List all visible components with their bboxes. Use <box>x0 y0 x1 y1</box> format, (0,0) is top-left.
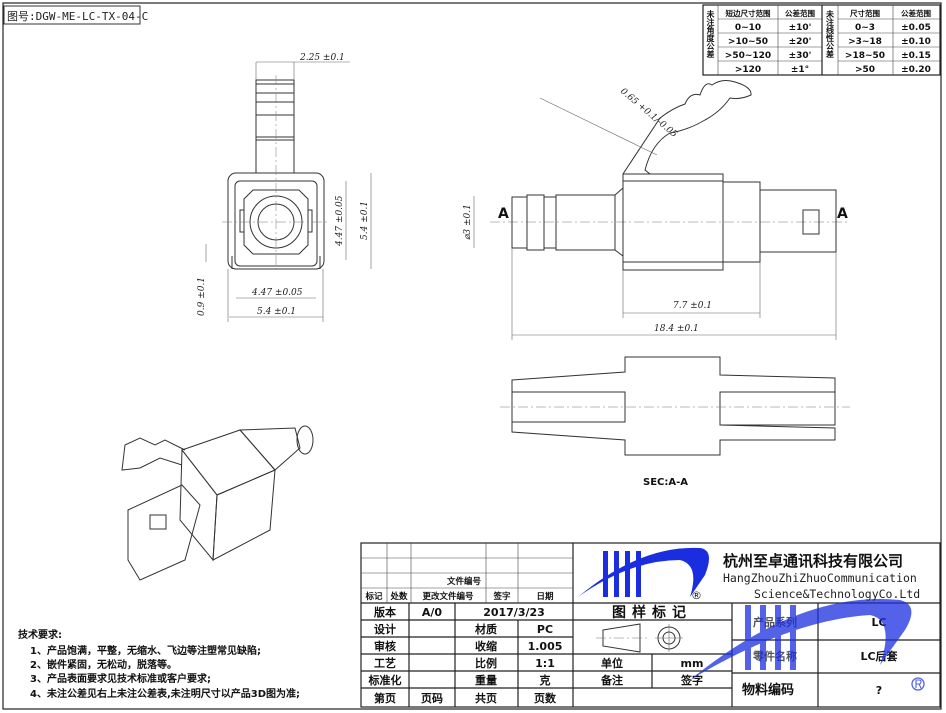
dim-foot: 0.9 ±0.1 <box>197 277 207 316</box>
sign-label: 签字 <box>492 591 511 602</box>
file-no-label: 文件编号 <box>447 576 482 587</box>
company-name-cn: 杭州至卓通讯科技有限公司 <box>723 552 903 570</box>
isometric-view <box>121 425 314 581</box>
tolerance-table: 未注角度公差 未注线性公差 短边尺寸范围 公差范围 尺寸范围 公差范围 0~10… <box>702 4 941 76</box>
dim-latch-thickness: 0.65 +0.1/-0.05 <box>618 87 679 140</box>
scale-value: 1:1 <box>535 657 555 670</box>
header-cell: 短边尺寸范围 <box>726 8 771 18</box>
material-value: PC <box>537 623 553 636</box>
table-cell: ±0.20 <box>901 65 931 75</box>
weight-value: 克 <box>540 673 551 687</box>
header-cell: 尺寸范围 <box>850 8 880 18</box>
table-cell: ±0.15 <box>901 51 931 61</box>
tech-requirements: 技术要求: 1、产品饱满，平整，无缩水、飞边等注塑常见缺陷; 2、嵌件紧固，无松… <box>18 628 300 700</box>
tech-item: 3、产品表面要求见技术标准或客户要求; <box>30 672 211 685</box>
tech-item: 2、嵌件紧固，无松动，脱落等。 <box>30 658 177 671</box>
material-code-label: 物料编码 <box>742 682 794 698</box>
page-label: 第页 <box>374 691 396 705</box>
tech-item: 4、未注公差见右上未注公差表,未注明尺寸以产品3D图为准; <box>30 687 300 700</box>
company-logo: ® <box>578 547 709 602</box>
tech-title: 技术要求: <box>18 628 62 641</box>
front-view: 2.25 ±0.1 4.47 ±0.05 5.4 ±0.1 4.47 ±0.05… <box>197 53 372 322</box>
shrink-value: 1.005 <box>528 640 563 653</box>
table-cell: >120 <box>735 65 761 75</box>
table-cell: ±0.10 <box>901 37 931 47</box>
material-code-value: ? <box>876 684 882 697</box>
header-cell: 公差范围 <box>901 8 931 18</box>
table-cell: 0~10 <box>735 23 761 33</box>
tech-item: 1、产品饱满，平整，无缩水、飞边等注塑常见缺陷; <box>30 644 261 657</box>
drawing-number-box: 图号:DGW-ME-LC-TX-04-C <box>3 5 148 25</box>
section-label: SEC:A-A <box>643 477 688 488</box>
table-cell: >18~50 <box>845 51 885 61</box>
pattern-mark-label: 图样标记 <box>612 604 692 621</box>
projection-symbol <box>596 623 683 653</box>
total-value: 页数 <box>534 691 557 705</box>
section-marker-left: A <box>498 206 509 222</box>
process-label: 工艺 <box>374 656 396 670</box>
linear-tol-title: 未注线性公差 <box>826 9 835 58</box>
review-label: 审核 <box>374 639 396 653</box>
date-label: 日期 <box>536 591 554 602</box>
title-block: 文件编号 标记 处数 更改文件编号 签字 日期 版本 A/0 2017/3/23… <box>360 542 941 708</box>
table-cell: ±0.05 <box>901 23 931 33</box>
table-cell: 0~3 <box>855 23 875 33</box>
standard-label: 标准化 <box>368 673 402 687</box>
company-name: 杭州至卓通讯科技有限公司 HangZhouZhiZhuoCommunicatio… <box>723 552 920 601</box>
dim-body-length: 7.7 ±0.1 <box>673 301 712 311</box>
table-cell: ±10' <box>789 23 812 33</box>
table-cell: ±30' <box>789 51 812 61</box>
dim-inner-width: 4.47 ±0.05 <box>251 288 303 298</box>
sign-field-label: 签字 <box>680 673 703 687</box>
table-cell: >50 <box>855 65 875 75</box>
header-cell: 公差范围 <box>785 8 815 18</box>
dim-total-length: 18.4 ±0.1 <box>654 324 699 334</box>
watermark-logo <box>690 599 925 691</box>
dim-outer-width: 5.4 ±0.1 <box>257 307 296 317</box>
mark-label: 标记 <box>364 591 383 602</box>
scale-label: 比例 <box>475 656 497 670</box>
version-date: 2017/3/23 <box>483 606 545 619</box>
table-cell: >50~120 <box>725 51 771 61</box>
angle-tol-title: 未注角度公差 <box>705 9 715 58</box>
registered-mark: ® <box>691 589 702 602</box>
company-name-en-1: HangZhouZhiZhuoCommunication <box>723 571 917 585</box>
drawing-number: 图号:DGW-ME-LC-TX-04-C <box>7 10 148 23</box>
table-cell: ±20' <box>789 37 812 47</box>
dim-diameter: ⌀3 ±0.1 <box>463 204 473 240</box>
dim-inner-height: 4.47 ±0.05 <box>335 195 345 247</box>
remark-label: 备注 <box>600 673 623 687</box>
table-cell: >10~50 <box>728 37 768 47</box>
unit-value: mm <box>681 657 704 670</box>
side-view: A A ⌀3 ±0.1 0.65 +0.1/-0.05 7.7 ±0.1 18.… <box>463 80 850 340</box>
change-no-label: 更改文件编号 <box>422 591 474 602</box>
page-value: 页码 <box>421 692 443 705</box>
total-label: 共页 <box>475 691 497 705</box>
table-cell: ±1° <box>791 65 809 75</box>
company-name-en-2: Science&TechnologyCo.Ltd <box>754 587 920 601</box>
dim-tube-width: 2.25 ±0.1 <box>299 53 345 63</box>
version-label: 版本 <box>374 605 396 619</box>
design-label: 设计 <box>374 622 396 636</box>
table-cell: >3~18 <box>848 37 882 47</box>
dim-outer-height: 5.4 ±0.1 <box>360 201 370 240</box>
unit-label: 单位 <box>601 656 623 670</box>
count-label: 处数 <box>389 591 408 602</box>
version-value: A/0 <box>422 606 443 619</box>
watermark-registered-icon <box>911 677 925 691</box>
part-value: LC后套 <box>860 649 898 663</box>
section-marker-right: A <box>837 206 848 222</box>
material-label: 材质 <box>475 622 497 636</box>
shrink-label: 收缩 <box>475 639 497 653</box>
weight-label: 重量 <box>475 673 497 687</box>
section-view: SEC:A-A <box>500 356 850 488</box>
